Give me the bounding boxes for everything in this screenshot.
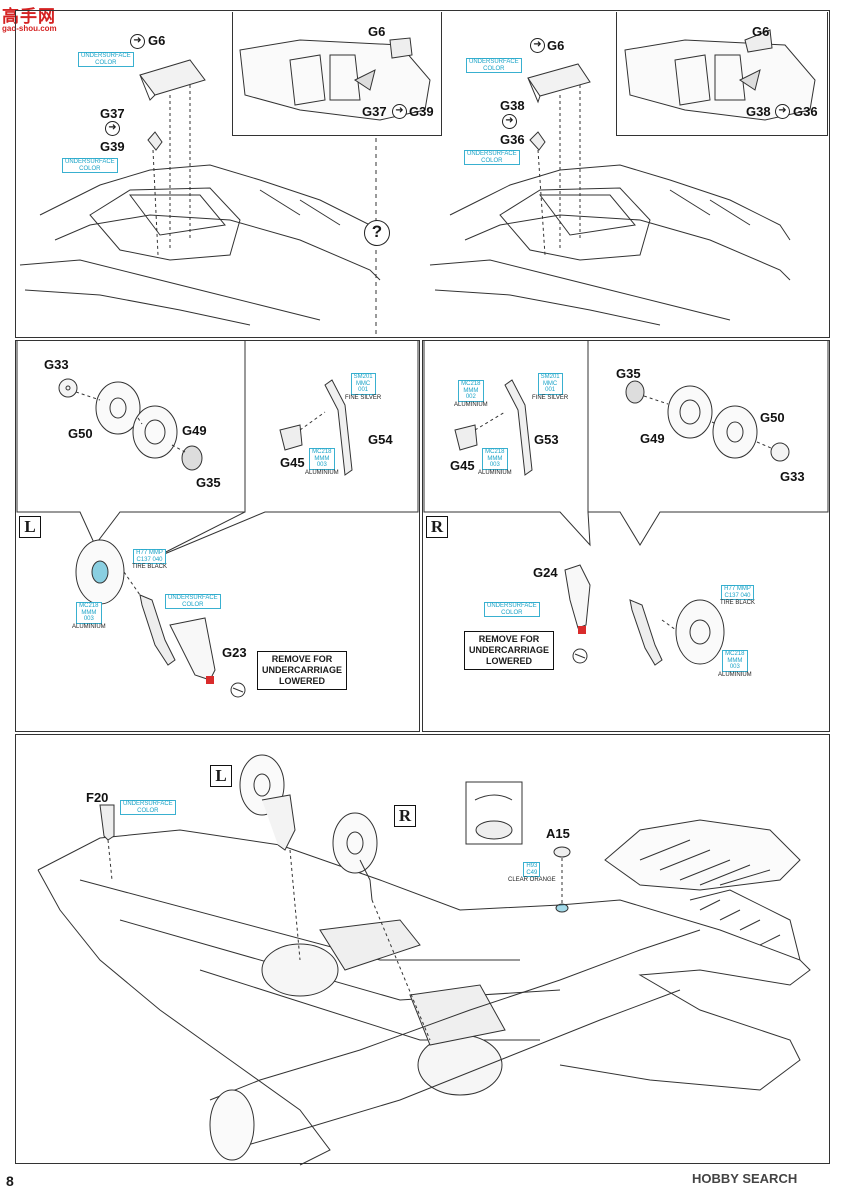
install-arrow-icon: ➜	[392, 104, 407, 119]
detail-part-g6: G6	[368, 24, 386, 39]
part-g50: G50	[68, 426, 93, 441]
part-g50-right: G50	[760, 410, 785, 425]
choice-question-icon: ?	[364, 220, 390, 246]
part-g54: G54	[368, 432, 393, 447]
side-right-badge: R	[426, 516, 448, 538]
color-callout-undersurface: UNDERSURFACE COLOR	[62, 158, 118, 174]
step2-left-frame	[15, 340, 420, 732]
part-g39: G39	[100, 139, 125, 154]
detail-part-g36: G36	[793, 104, 818, 119]
part-g38: G38	[500, 98, 525, 113]
part-g37: G37	[100, 106, 125, 121]
part-g24: G24	[533, 565, 558, 580]
install-arrow-icon: ➜	[105, 121, 120, 136]
part-g36: G36	[500, 132, 525, 147]
color-callout-undersurface: UNDERSURFACE COLOR	[165, 594, 221, 610]
part-g35: G35	[196, 475, 221, 490]
page-number: 8	[6, 1173, 14, 1189]
color-callout-undersurface: UNDERSURFACE COLOR	[464, 150, 520, 166]
part-f20: F20	[86, 790, 109, 805]
detail-part-g38: G38	[746, 104, 771, 119]
part-g23: G23	[222, 645, 247, 660]
part-g33-right: G33	[780, 469, 805, 484]
part-a15: A15	[546, 826, 570, 841]
part-g49-right: G49	[640, 431, 665, 446]
step2-right-frame	[422, 340, 830, 732]
watermark-url: gao-shou.com	[2, 24, 57, 33]
install-arrow-icon: ➜	[130, 34, 145, 49]
part-g33: G33	[44, 357, 69, 372]
part-g45-right: G45	[450, 458, 475, 473]
remove-note: REMOVE FOR UNDERCARRIAGE LOWERED	[257, 651, 348, 690]
detail-part-g39: G39	[409, 104, 434, 119]
step1-right-detail-box	[616, 12, 828, 136]
color-callout-undersurface: UNDERSURFACE COLOR	[484, 602, 540, 618]
side-right-badge: R	[394, 805, 416, 827]
install-arrow-icon: ➜	[775, 104, 790, 119]
install-arrow-icon: ➜	[530, 38, 545, 53]
footer-brand: HOBBY SEARCH	[692, 1171, 798, 1186]
part-g35-right: G35	[616, 366, 641, 381]
color-callout-undersurface: UNDERSURFACE COLOR	[78, 52, 134, 68]
part-g6-right: G6	[547, 38, 565, 53]
step1-frame	[15, 10, 830, 338]
color-callout-undersurface: UNDERSURFACE COLOR	[120, 800, 176, 816]
remove-note: REMOVE FOR UNDERCARRIAGE LOWERED	[464, 631, 555, 670]
part-g45: G45	[280, 455, 305, 470]
part-g53: G53	[534, 432, 559, 447]
side-left-badge: L	[210, 765, 232, 787]
color-callout-undersurface: UNDERSURFACE COLOR	[466, 58, 522, 74]
install-arrow-icon: ➜	[502, 114, 517, 129]
detail-part-g37: G37	[362, 104, 387, 119]
detail-part-g6-right: G6	[752, 24, 770, 39]
step1-left-detail-box	[232, 12, 442, 136]
part-g6: G6	[148, 33, 166, 48]
side-left-badge: L	[19, 516, 41, 538]
step3-frame	[15, 734, 830, 1164]
part-g49: G49	[182, 423, 207, 438]
